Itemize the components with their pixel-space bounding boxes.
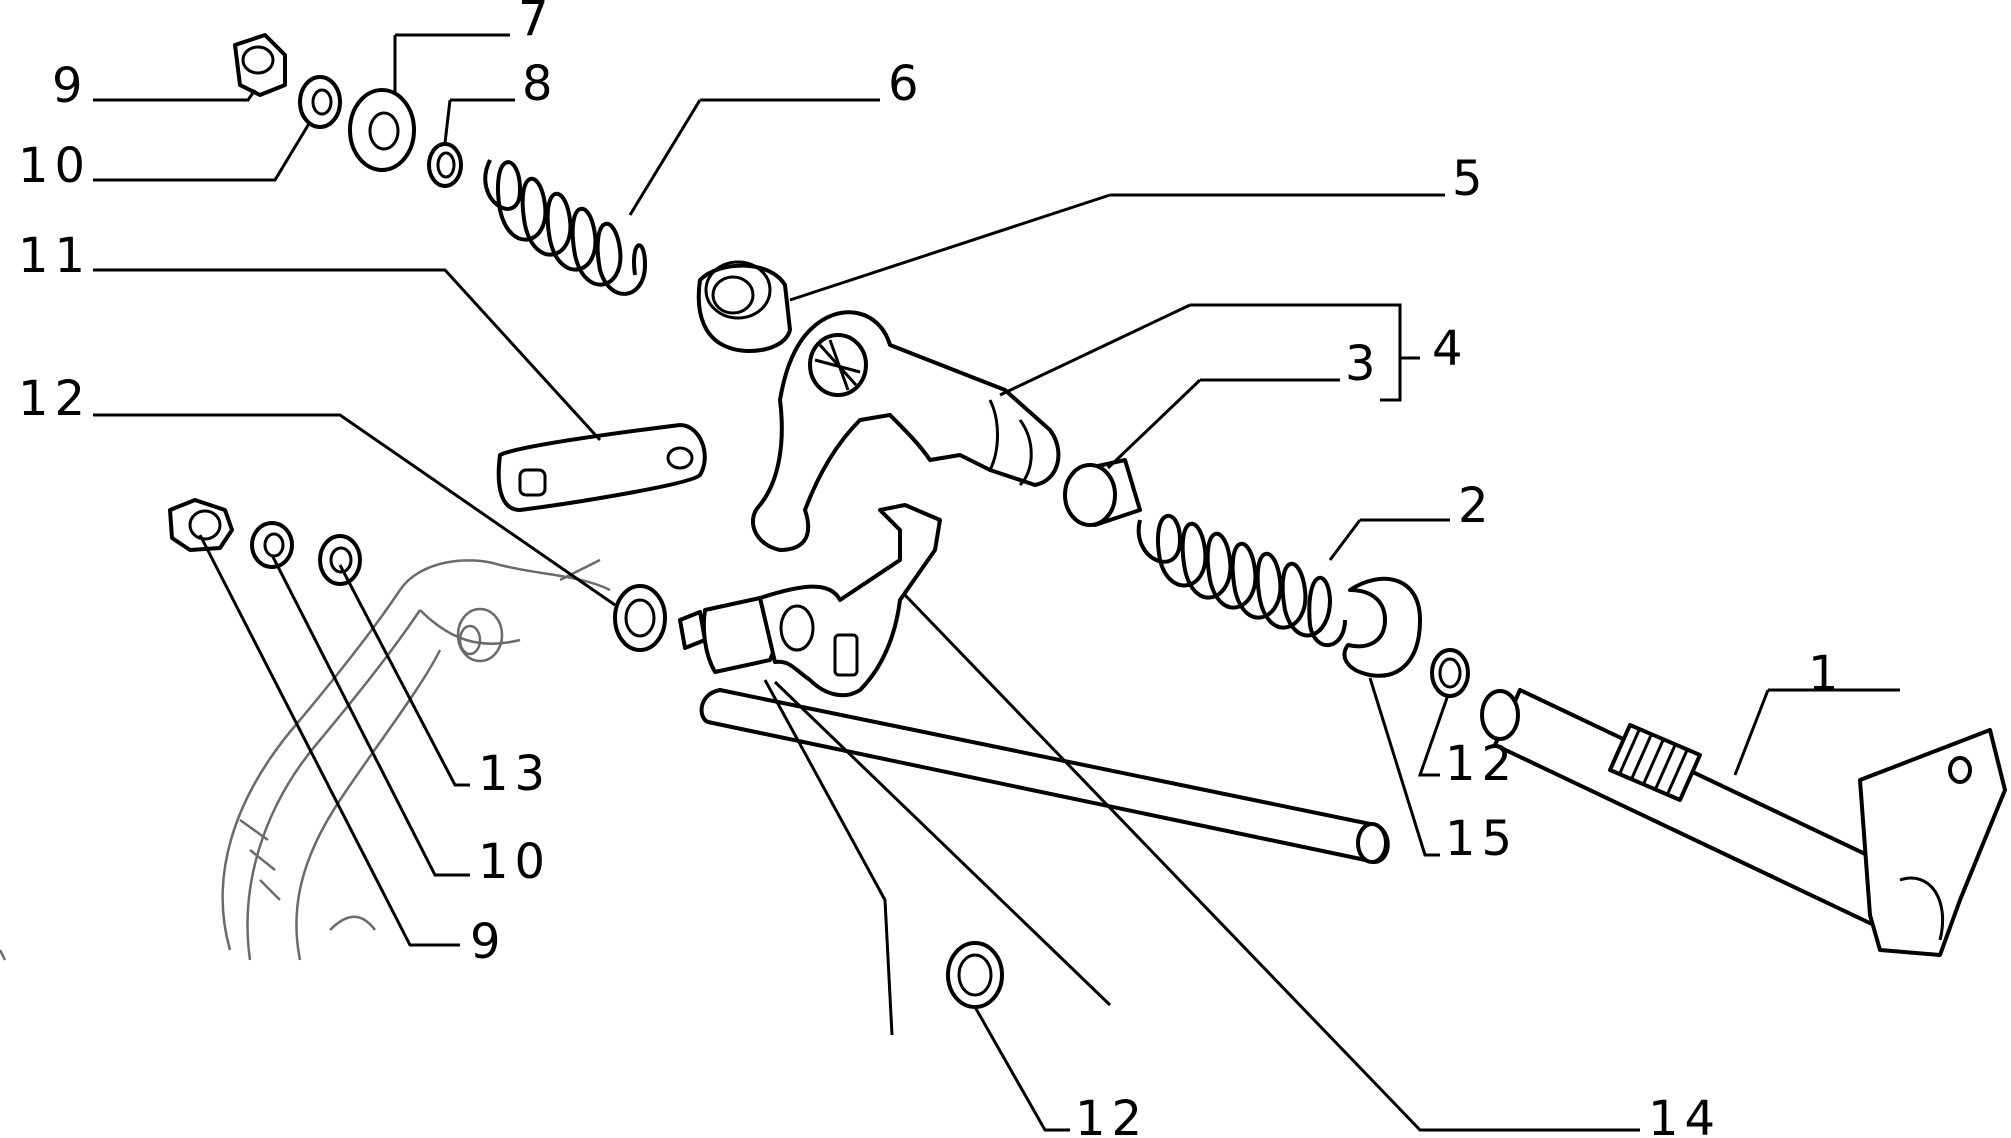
callout-12-bottom: 12 xyxy=(1075,1091,1148,1138)
main-shaft xyxy=(1480,688,2007,957)
callout-9-bottom: 9 xyxy=(470,914,507,970)
callout-15: 15 xyxy=(1445,811,1518,867)
callout-6: 6 xyxy=(888,56,925,112)
callout-11: 11 xyxy=(18,228,91,284)
washer-bottom xyxy=(946,941,1004,1009)
callout-1: 1 xyxy=(1808,646,1845,702)
callout-2: 2 xyxy=(1458,478,1495,534)
ghost-lever-outline xyxy=(0,558,611,961)
callout-5: 5 xyxy=(1452,151,1489,207)
lock-washer-top xyxy=(298,75,342,129)
upper-spring xyxy=(483,159,648,296)
hex-nut-top xyxy=(233,33,287,97)
small-ring xyxy=(427,142,463,188)
callout-13: 13 xyxy=(478,746,551,802)
plate xyxy=(496,423,707,512)
callout-10-top: 10 xyxy=(18,138,91,194)
callout-10-bottom: 10 xyxy=(478,834,551,890)
callout-8: 8 xyxy=(522,56,559,112)
hex-nut-left xyxy=(168,498,234,552)
spring-cap xyxy=(696,260,792,353)
callout-14: 14 xyxy=(1648,1091,1721,1138)
callout-12-left: 12 xyxy=(18,371,91,427)
callout-3: 3 xyxy=(1345,336,1382,392)
fork-arm xyxy=(678,503,942,698)
lock-washer-left xyxy=(250,521,294,569)
callout-4: 4 xyxy=(1432,321,1469,377)
callout-9-top: 9 xyxy=(52,58,89,114)
shift-rod xyxy=(699,688,1390,864)
washer-right xyxy=(1430,648,1470,698)
bushing xyxy=(1063,458,1142,527)
selector-lever xyxy=(750,310,1061,552)
return-spring xyxy=(1136,513,1347,647)
callout-labels: 1 2 3 4 5 6 7 8 9 9 10 10 11 12 12 12 13… xyxy=(18,0,1845,1138)
callout-12-right: 12 xyxy=(1445,736,1518,792)
leader-lines xyxy=(93,33,1900,1132)
half-ring xyxy=(1342,576,1422,678)
callout-7: 7 xyxy=(518,0,555,47)
flat-washer-left xyxy=(318,534,362,586)
washer-center xyxy=(613,584,667,652)
flat-washer xyxy=(348,88,416,172)
